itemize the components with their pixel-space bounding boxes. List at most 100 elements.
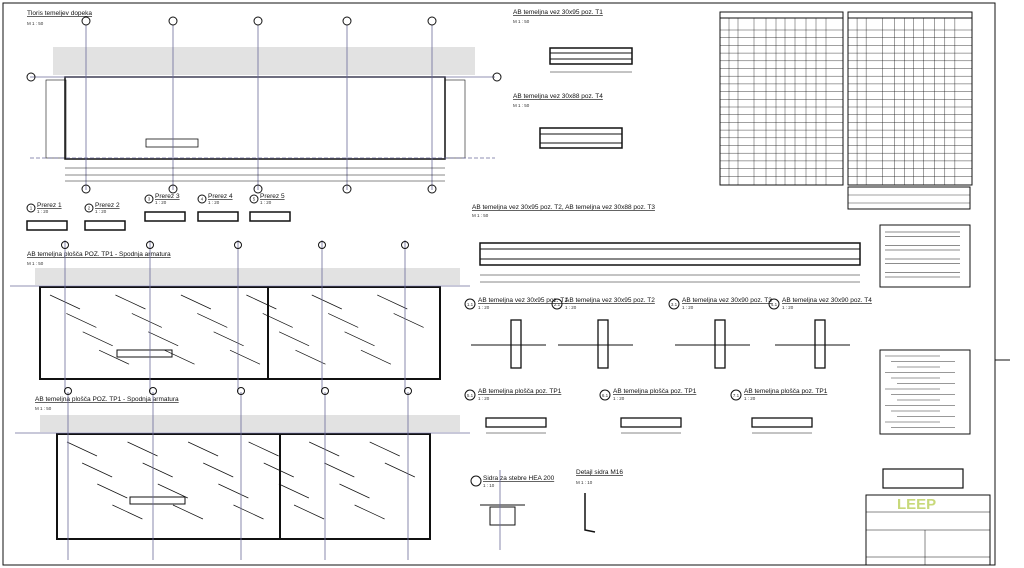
section-scale: 1 : 20 bbox=[682, 305, 694, 310]
anchor-hea-scale: 1 : 10 bbox=[483, 483, 495, 488]
section-scale: 1 : 20 bbox=[744, 396, 756, 401]
section-title: Prerez 1 bbox=[37, 202, 62, 209]
section-drawing bbox=[84, 220, 126, 231]
section-marker bbox=[249, 194, 259, 204]
hatch-band bbox=[35, 268, 460, 285]
rebar-mark bbox=[344, 331, 375, 347]
section-title: AB temeljna plošča poz. TP1 bbox=[478, 388, 562, 395]
plan-mid: AB temeljna plošča POZ. TP1 - Spodnja ar… bbox=[10, 240, 470, 392]
plan-bot-scale: M 1 : 50 bbox=[35, 406, 52, 411]
section-number: 5.1 bbox=[467, 393, 474, 398]
table-header bbox=[719, 11, 844, 19]
section-drawing bbox=[26, 220, 68, 231]
section-number: 2.1 bbox=[554, 302, 561, 307]
rebar-mark bbox=[213, 331, 244, 347]
plan-label-box bbox=[116, 349, 173, 358]
grid-bubble bbox=[81, 16, 91, 26]
section-marker bbox=[470, 475, 482, 487]
hatch-band bbox=[53, 47, 475, 75]
summary-table bbox=[847, 186, 971, 210]
notes-box bbox=[879, 224, 971, 288]
section-number: 2 bbox=[88, 206, 91, 211]
section-number: 3 bbox=[148, 197, 151, 202]
rebar-mark bbox=[66, 441, 98, 457]
rebar-mark bbox=[309, 441, 340, 457]
rebar-mark bbox=[115, 294, 146, 310]
rebar-mark bbox=[248, 441, 279, 457]
slab-section bbox=[751, 417, 813, 428]
hatch-band bbox=[40, 415, 460, 432]
section-title: AB temeljna vez 30x90 poz. T3 bbox=[682, 297, 772, 304]
rebar-mark bbox=[360, 349, 392, 365]
grid-bubble bbox=[253, 16, 263, 26]
anchor-detail: Detajl sidra M16 M 1 : 10 bbox=[576, 469, 623, 533]
section-scale: 1 : 20 bbox=[95, 209, 107, 214]
rebar-mark bbox=[263, 462, 294, 478]
section-scale: 1 : 20 bbox=[37, 209, 49, 214]
anchor-detail-title: Detajl sidra M16 bbox=[576, 469, 623, 476]
rebar-mark bbox=[127, 441, 158, 457]
beam-t1-scale: M 1 : 50 bbox=[513, 19, 530, 24]
section-scale: 1 : 20 bbox=[782, 305, 794, 310]
beam-elevation bbox=[539, 127, 623, 149]
beam-section bbox=[814, 319, 826, 369]
rebar-mark bbox=[197, 313, 228, 328]
grid-bubble bbox=[401, 241, 409, 249]
grid-bubble bbox=[253, 184, 263, 194]
section-number: 3.1 bbox=[671, 302, 678, 307]
rebar-mark bbox=[66, 313, 97, 328]
grid-bubble bbox=[149, 387, 157, 395]
section-scale: 1 : 20 bbox=[260, 200, 272, 205]
section-title: Prerez 5 bbox=[260, 193, 285, 200]
grid-bubble bbox=[64, 387, 72, 395]
slab-outline bbox=[39, 286, 441, 380]
grid-bubble bbox=[318, 241, 326, 249]
section-title: Prerez 3 bbox=[155, 193, 180, 200]
rebar-mark bbox=[339, 483, 370, 499]
section-title: Prerez 4 bbox=[208, 193, 233, 200]
section-number: 1.1 bbox=[467, 302, 474, 307]
grid-bubble bbox=[61, 241, 69, 249]
anchor-hea-title: Sidra za stebre HEA 200 bbox=[483, 475, 555, 482]
rebar-mark bbox=[311, 294, 342, 310]
dimension-left bbox=[45, 79, 67, 159]
foundation-outline bbox=[64, 76, 446, 160]
dimension-right bbox=[444, 79, 466, 159]
section-scale: 1 : 20 bbox=[613, 396, 625, 401]
section-scale: 1 : 20 bbox=[155, 200, 167, 205]
section-marker bbox=[464, 389, 476, 401]
rebar-mark bbox=[131, 313, 162, 328]
beam-t1: AB temeljna vez 30x95 poz. T1 M 1 : 50 bbox=[513, 9, 633, 73]
grid-bubble bbox=[168, 184, 178, 194]
beam-t4-title: AB temeljna vez 30x88 poz. T4 bbox=[513, 93, 603, 100]
rebar-mark bbox=[262, 313, 293, 328]
section-scale: 1 : 20 bbox=[208, 200, 220, 205]
grid-bubble bbox=[321, 387, 329, 395]
section-marker bbox=[730, 389, 742, 401]
rebar-mark bbox=[246, 294, 277, 310]
beam-t2t3-title: AB temeljna vez 30x95 poz. T2, AB temelj… bbox=[472, 204, 655, 211]
materials-box bbox=[879, 349, 971, 435]
beam-elevation bbox=[549, 47, 633, 65]
rebar-mark bbox=[203, 462, 234, 478]
rebar-mark bbox=[278, 483, 310, 499]
grid-bubble bbox=[342, 16, 352, 26]
anchor-bolt bbox=[584, 493, 596, 533]
plan-top-title: Tloris temeljev dopeka bbox=[27, 10, 92, 17]
section-marker bbox=[26, 203, 36, 213]
beam-section bbox=[597, 319, 609, 369]
grid-bubble bbox=[492, 72, 502, 82]
rebar-mark bbox=[112, 504, 143, 520]
section-title: AB temeljna plošča poz. TP1 bbox=[613, 388, 697, 395]
section-number: 4 bbox=[201, 197, 204, 202]
anchor-hea: Sidra za stebre HEA 200 1 : 10 bbox=[470, 470, 555, 550]
rebar-mark bbox=[172, 504, 204, 520]
rebar-mark bbox=[354, 504, 385, 520]
grid-bubble bbox=[237, 387, 245, 395]
section-marker bbox=[464, 298, 476, 310]
section-number: 1 bbox=[30, 206, 33, 211]
section-scale: 1 : 20 bbox=[478, 305, 490, 310]
grid-bubble bbox=[427, 184, 437, 194]
sheet-border bbox=[2, 2, 996, 566]
